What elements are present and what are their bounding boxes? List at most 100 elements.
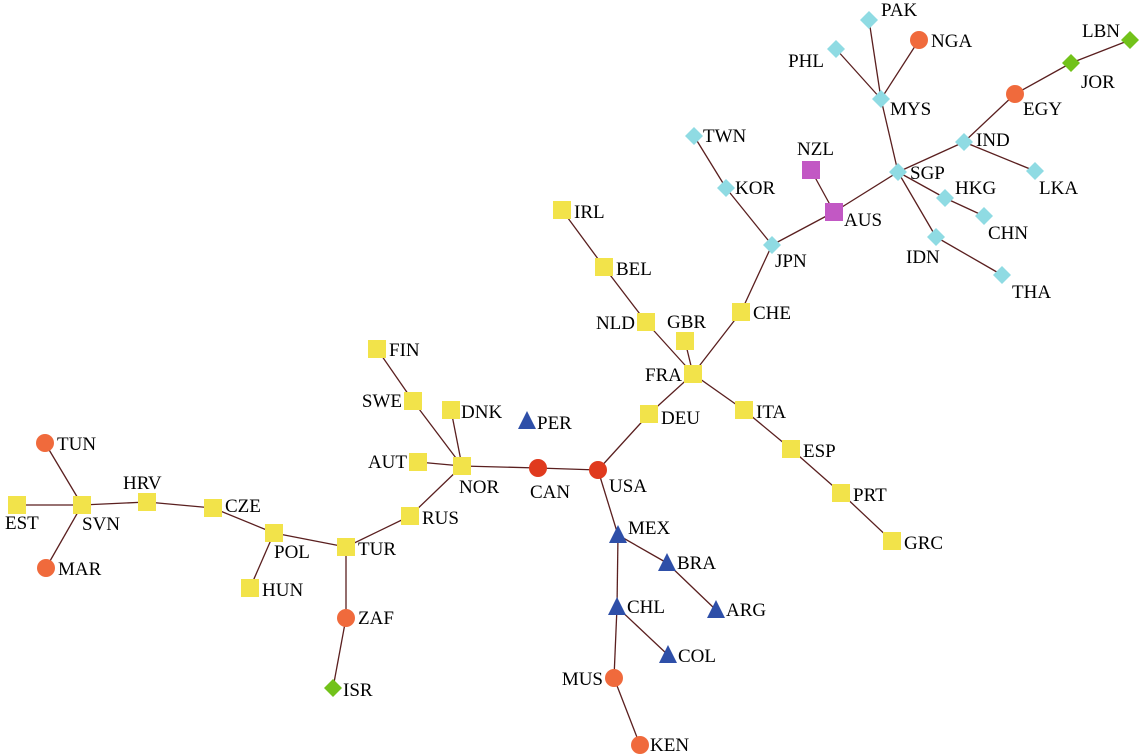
node-label: MUS — [562, 669, 603, 690]
node-marker-square — [735, 401, 753, 419]
node-marker-diamond — [1026, 162, 1044, 180]
edge-jor-lbn — [1070, 39, 1131, 64]
node-marker-triangle — [518, 411, 536, 429]
node-marker-circle — [631, 736, 649, 754]
node-marker-triangle — [609, 525, 627, 543]
node-marker-square — [409, 453, 427, 471]
node-label: COL — [678, 646, 716, 667]
node-label: SGP — [910, 163, 945, 184]
node-label: CZE — [225, 496, 261, 517]
node-zaf: ZAF — [337, 608, 394, 629]
node-label: MAR — [58, 559, 102, 580]
node-idn: IDN — [906, 228, 945, 268]
node-bel: BEL — [595, 258, 652, 280]
node-est: EST — [5, 496, 39, 534]
node-arg: ARG — [707, 600, 766, 621]
node-pol: POL — [265, 524, 310, 563]
node-marker-diamond — [685, 127, 703, 145]
edge-svn-tun — [44, 442, 83, 506]
edge-pol-tur — [273, 532, 347, 548]
node-nor: NOR — [453, 457, 499, 498]
node-tur: TUR — [337, 538, 396, 560]
node-label: KOR — [735, 178, 775, 199]
node-ita: ITA — [735, 401, 786, 423]
node-marker-square — [8, 496, 26, 514]
node-marker-square — [732, 303, 750, 321]
node-phl: PHL — [788, 40, 845, 72]
node-cze: CZE — [204, 496, 261, 517]
node-marker-circle — [37, 559, 55, 577]
node-label: ARG — [726, 600, 766, 621]
node-hrv: HRV — [123, 473, 162, 511]
node-marker-square — [265, 524, 283, 542]
node-label: PER — [537, 413, 572, 434]
edge-idn-tha — [935, 236, 1003, 276]
node-marker-square — [825, 203, 843, 221]
node-marker-diamond — [717, 179, 735, 197]
node-gbr: GBR — [667, 312, 706, 350]
node-marker-circle — [910, 31, 928, 49]
node-marker-square — [640, 405, 658, 423]
edge-can-usa — [537, 467, 599, 471]
edge-mex-chl — [616, 534, 619, 608]
edge-svn-hrv — [81, 501, 148, 506]
node-label: AUS — [844, 210, 882, 231]
node-aus: AUS — [825, 203, 882, 231]
node-marker-diamond — [927, 228, 945, 246]
node-marker-square — [676, 332, 694, 350]
node-marker-square — [782, 440, 800, 458]
node-label: MEX — [628, 518, 671, 539]
edge-jpn-kor — [725, 187, 773, 246]
node-deu: DEU — [640, 405, 700, 429]
node-label: MYS — [890, 99, 931, 120]
node-marker-diamond — [936, 189, 954, 207]
node-marker-diamond — [993, 266, 1011, 284]
node-marker-circle — [529, 459, 547, 477]
node-svn: SVN — [73, 496, 120, 535]
node-label: DEU — [661, 408, 700, 429]
node-usa: USA — [589, 461, 647, 497]
node-label: TUR — [358, 539, 396, 560]
node-label: BEL — [616, 259, 652, 280]
node-nld: NLD — [596, 313, 655, 334]
edge-sgp-hkg — [897, 171, 946, 199]
node-jpn: JPN — [763, 236, 807, 272]
node-label: HRV — [123, 473, 162, 494]
node-label: NLD — [596, 313, 635, 334]
node-label: CHL — [627, 597, 665, 618]
node-label: TWN — [703, 126, 747, 147]
edge-che-jpn — [740, 244, 773, 313]
node-label: LBN — [1082, 21, 1120, 42]
node-label: SVN — [82, 514, 120, 535]
node-marker-square — [442, 401, 460, 419]
node-che: CHE — [732, 303, 791, 324]
node-label: CHN — [988, 223, 1028, 244]
node-marker-square — [241, 579, 259, 597]
edge-bel-irl — [561, 209, 605, 268]
node-marker-square — [138, 493, 156, 511]
node-marker-diamond — [872, 90, 890, 108]
node-label: KEN — [650, 735, 689, 756]
node-marker-square — [401, 507, 419, 525]
node-hun: HUN — [241, 579, 303, 601]
node-label: CHE — [753, 303, 791, 324]
edge-egy-jor — [1014, 62, 1072, 95]
node-label: HUN — [262, 580, 303, 601]
edge-mys-phl — [835, 48, 882, 100]
node-marker-triangle — [608, 597, 626, 615]
node-label: IDN — [906, 247, 940, 268]
node-marker-diamond — [889, 163, 907, 181]
edge-nor-swe — [412, 400, 463, 467]
edge-mys-nga — [880, 39, 920, 100]
node-tun: TUN — [36, 434, 96, 455]
node-col: COL — [659, 645, 716, 667]
node-esp: ESP — [782, 440, 836, 462]
edge-jpn-aus — [771, 211, 835, 246]
node-marker-square — [204, 499, 222, 517]
edge-sgp-ind — [897, 141, 965, 173]
node-isr: ISR — [324, 679, 373, 701]
node-label: IND — [976, 130, 1010, 151]
edge-hkg-chn — [944, 197, 985, 217]
node-fin: FIN — [368, 340, 420, 361]
